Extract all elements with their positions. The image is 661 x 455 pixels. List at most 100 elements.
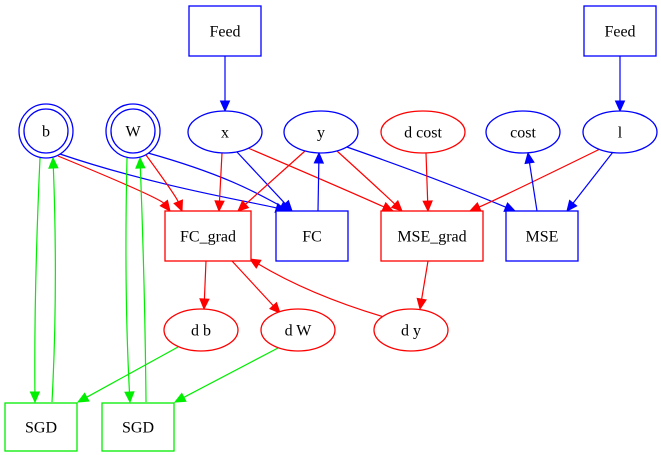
node-dcost: d cost <box>380 110 466 154</box>
node-ellipse <box>260 308 336 352</box>
node-ellipse <box>485 110 561 154</box>
edge-line <box>203 260 207 301</box>
arrowhead <box>269 301 281 314</box>
node-box <box>188 5 262 57</box>
edge-line <box>244 150 306 206</box>
edge-feed2-to-l <box>614 56 626 113</box>
edge-line <box>139 166 147 403</box>
node-W: W <box>105 103 161 159</box>
edge-b-to-fc <box>59 153 288 213</box>
edge-line <box>59 153 278 209</box>
node-box <box>380 210 484 262</box>
arrowhead <box>219 100 231 113</box>
node-label: d b <box>191 323 211 340</box>
arrowhead <box>29 391 41 404</box>
node-label: MSE <box>526 229 559 246</box>
arrowhead <box>524 151 535 165</box>
node-label: b <box>42 124 50 141</box>
node-label: d y <box>401 323 421 340</box>
node-mse: MSE <box>505 210 579 262</box>
edge-line <box>34 157 41 394</box>
arrowhead <box>381 201 395 212</box>
node-ellipse <box>582 110 658 154</box>
arrowhead <box>614 100 626 113</box>
edge-line <box>145 154 180 203</box>
edge-line <box>572 151 614 205</box>
arrowhead <box>503 202 517 212</box>
node-ellipse <box>373 308 449 352</box>
arrowhead <box>237 200 250 212</box>
arrowhead <box>173 392 187 403</box>
edge-dW-to-sgd2 <box>173 347 279 403</box>
node-label: d W <box>285 323 313 340</box>
edge-line <box>420 260 429 301</box>
edge-db-to-sgd1 <box>76 346 179 403</box>
node-ellipse <box>163 308 239 352</box>
edge-line <box>125 157 131 394</box>
edge-line <box>231 260 275 307</box>
node-box <box>101 402 175 452</box>
node-label: d cost <box>404 125 442 142</box>
edge-line <box>336 150 396 206</box>
edge-b-to-sgd1 <box>29 157 41 404</box>
arrowhead <box>214 200 225 213</box>
node-ellipse <box>187 110 263 154</box>
node-label: MSE_grad <box>397 229 466 246</box>
edge-dcost-to-msegrad <box>422 152 433 213</box>
node-label: FC <box>302 229 322 246</box>
edge-line <box>257 263 385 318</box>
edge-y-to-fcgrad <box>237 150 306 212</box>
node-inner-circle <box>110 108 156 154</box>
edge-W-to-sgd2 <box>124 157 135 404</box>
arrowhead <box>468 201 482 212</box>
node-label: FC_grad <box>180 229 236 246</box>
node-box <box>4 402 78 452</box>
node-box <box>275 210 349 262</box>
arrowhead <box>199 298 210 311</box>
arrowhead <box>566 199 578 212</box>
node-msegrad: MSE_grad <box>380 210 484 262</box>
node-box <box>505 210 579 262</box>
edge-x-to-fc <box>236 151 293 212</box>
edge-fcgrad-to-dW <box>231 260 281 314</box>
edge-mse-to-cost <box>524 151 538 212</box>
node-label: y <box>317 125 325 142</box>
node-label: SGD <box>25 420 57 437</box>
node-fcgrad: FC_grad <box>164 210 252 262</box>
node-label: Feed <box>209 24 240 41</box>
node-ellipse <box>380 110 466 154</box>
node-label: l <box>618 125 623 142</box>
edge-dy-to-fcgrad <box>248 258 385 318</box>
arrowhead <box>48 156 59 169</box>
arrowhead <box>280 199 293 212</box>
node-inner-circle <box>23 108 69 154</box>
edge-line <box>236 151 287 205</box>
arrowhead <box>173 199 183 213</box>
node-label: W <box>125 124 141 141</box>
edge-sgd1-to-b <box>48 156 59 403</box>
edge-x-to-fcgrad <box>214 152 225 213</box>
edge-feed1-to-x <box>219 56 231 113</box>
node-dW: d W <box>260 308 336 352</box>
edge-line <box>317 161 320 212</box>
arrowhead <box>76 392 90 403</box>
node-y: y <box>283 110 359 154</box>
node-label: Feed <box>604 24 635 41</box>
node-sgd1: SGD <box>4 402 78 452</box>
node-b: b <box>18 103 74 159</box>
arrowhead <box>422 200 433 213</box>
arrowhead <box>416 297 427 311</box>
edge-fcgrad-to-db <box>199 260 210 311</box>
node-ellipse <box>283 110 359 154</box>
node-l: l <box>582 110 658 154</box>
edge-line <box>343 145 507 209</box>
node-label: x <box>221 125 229 142</box>
edge-line <box>147 152 283 208</box>
node-box <box>164 210 252 262</box>
edge-W-to-fcgrad <box>145 154 183 213</box>
edge-line <box>218 152 223 203</box>
arrowhead <box>124 391 135 404</box>
arrowhead <box>159 199 171 212</box>
